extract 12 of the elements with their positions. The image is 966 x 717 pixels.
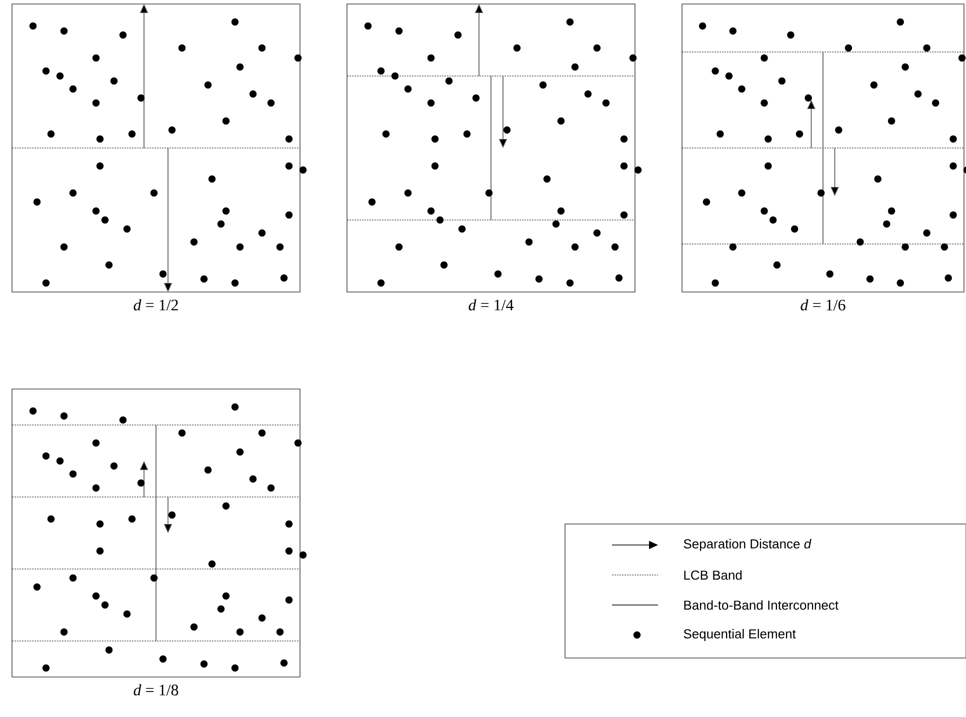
legend-label: Band-to-Band Interconnect <box>684 600 838 610</box>
panel-box <box>12 4 300 292</box>
legend-label: Separation Distance d <box>684 538 812 552</box>
panel-box <box>12 388 300 678</box>
legend-label: LCB Band <box>684 570 742 580</box>
node-label: d = 1/2 <box>134 299 178 310</box>
node-label: d = 1/6 <box>800 299 846 310</box>
node-label: d = 1/4 <box>468 299 514 310</box>
panel-box <box>346 4 636 292</box>
legend-label: Sequential Element <box>684 628 796 642</box>
node-label: d = 1/8 <box>134 684 178 696</box>
panel-box <box>682 4 964 292</box>
